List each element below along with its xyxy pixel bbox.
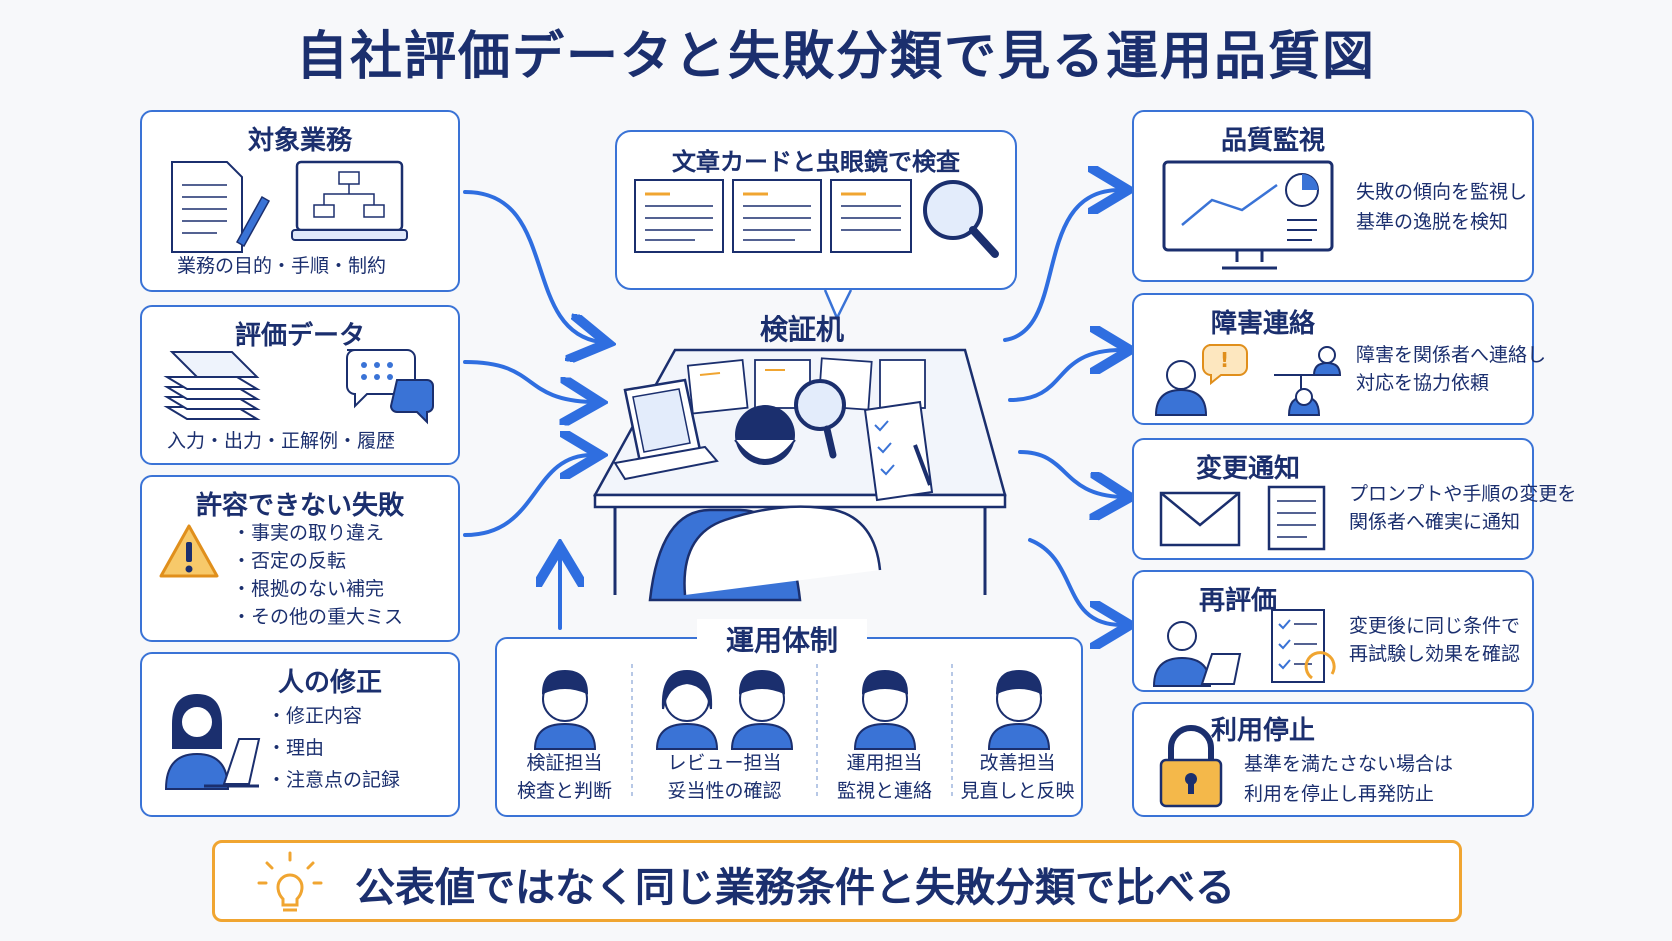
human-fix-title: 人の修正 (277, 668, 382, 698)
stop-title: 利用停止 (1210, 716, 1315, 746)
monitor-chart-icon (1162, 160, 1334, 270)
team-illustration (533, 664, 1051, 799)
inspect-card-title: 文章カードと虫眼鏡で検査 (672, 148, 960, 176)
incident-title: 障害連絡 (1210, 309, 1315, 339)
unacceptable-title: 許容できない失敗 (195, 491, 404, 521)
unacceptable-box: 許容できない失敗 ・事実の取り違え ・否定の反転 ・根拠のない補完 ・その他の重… (140, 475, 460, 642)
stop-line: 利用を停止し再発防止 (1244, 783, 1435, 805)
footer-banner: 公表値ではなく同じ業務条件と失敗分類で比べる (212, 840, 1462, 922)
role-desc: 監視と連絡 (836, 780, 932, 802)
desk-label: 検証机 (760, 313, 845, 346)
target-work-box: 対象業務 業務の目的・手順・制約 (140, 110, 460, 292)
change-line: プロンプトや手順の変更を (1349, 483, 1577, 505)
change-box: 変更通知 プロンプトや手順の変更を 関係者へ確実に通知 (1132, 438, 1576, 560)
monitor-title: 品質監視 (1220, 126, 1325, 156)
human-fix-item: ・理由 (267, 737, 325, 759)
reeval-checklist-icon (1152, 609, 1336, 687)
warning-icon (159, 524, 219, 578)
padlock-icon (1159, 725, 1223, 808)
inspect-card-box: 文章カードと虫眼鏡で検査 (615, 130, 1017, 321)
document-cards-magnifier-icon (634, 179, 999, 321)
mail-document-icon (1159, 485, 1326, 551)
role-name: 検証担当 (526, 752, 603, 774)
eval-data-box: 評価データ 入力・出力・正解例・履歴 (140, 305, 460, 465)
change-line: 関係者へ確実に通知 (1349, 511, 1521, 533)
incident-line: 対応を協力依頼 (1356, 372, 1490, 394)
target-work-title: 対象業務 (247, 126, 352, 156)
eval-data-caption: 入力・出力・正解例・履歴 (167, 430, 396, 452)
reeval-box: 再評価 変更後に同じ条件で 再試験し効果を確認 (1132, 570, 1534, 692)
unacceptable-item: ・事実の取り違え (232, 522, 385, 544)
human-fix-item: ・修正内容 (267, 705, 363, 727)
change-title: 変更通知 (1195, 454, 1300, 484)
role-desc: 妥当性の確認 (667, 780, 782, 802)
verification-desk-illustration (592, 348, 1007, 602)
team-role: 検証担当 検査と判断 (502, 749, 627, 805)
document-pen-icon (171, 161, 271, 253)
svg-text:!: ! (1220, 348, 1229, 372)
team-role: 運用担当 監視と連絡 (822, 749, 947, 805)
stop-box: 利用停止 基準を満たさない場合は 利用を停止し再発防止 (1132, 702, 1534, 817)
eval-data-title: 評価データ (234, 321, 365, 351)
unacceptable-item: ・根拠のない補完 (232, 578, 385, 600)
reeval-title: 再評価 (1198, 586, 1277, 616)
stop-line: 基準を満たさない場合は (1244, 753, 1454, 775)
team-box: 運用体制 検証担当 検査と判断 レビュー担当 妥当性の確認 運用担当 監視と連絡… (495, 619, 1083, 817)
human-fix-box: 人の修正 ・修正内容 ・理由 ・注意点の記録 (140, 652, 460, 817)
role-name: 運用担当 (846, 752, 923, 774)
team-title: 運用体制 (697, 619, 867, 659)
incident-contact-icon: ! (1154, 344, 1342, 416)
person-laptop-icon (164, 694, 261, 790)
target-work-caption: 業務の目的・手順・制約 (177, 255, 387, 277)
role-desc: 見直しと反映 (960, 780, 1075, 802)
incident-line: 障害を関係者へ連絡し (1356, 344, 1547, 366)
laptop-flowchart-icon (291, 160, 408, 241)
role-name: レビュー担当 (667, 752, 782, 774)
reeval-line: 変更後に同じ条件で (1349, 615, 1521, 637)
incident-box: 障害連絡 ! 障害を関係者へ連絡し 対応を協力依頼 (1132, 293, 1546, 425)
monitor-box: 品質監視 失敗の傾向を監視し 基準の逸脱を検知 (1132, 110, 1534, 282)
monitor-line: 失敗の傾向を監視し (1356, 181, 1528, 203)
role-name: 改善担当 (979, 752, 1056, 774)
team-role: レビュー担当 妥当性の確認 (637, 749, 812, 805)
lightbulb-icon (257, 851, 323, 912)
role-desc: 検査と判断 (516, 780, 612, 802)
chat-bubbles-icon (346, 349, 434, 425)
team-role: 改善担当 見直しと反映 (955, 749, 1080, 805)
unacceptable-item: ・その他の重大ミス (232, 606, 404, 628)
reeval-line: 再試験し効果を確認 (1349, 643, 1521, 665)
document-stack-icon (163, 351, 261, 420)
monitor-line: 基準の逸脱を検知 (1356, 211, 1509, 233)
human-fix-item: ・注意点の記録 (267, 769, 401, 791)
footer-text: 公表値ではなく同じ業務条件と失敗分類で比べる (355, 865, 1235, 911)
page-title: 自社評価データと失敗分類で見る運用品質図 (295, 27, 1376, 87)
unacceptable-item: ・否定の反転 (232, 550, 347, 572)
